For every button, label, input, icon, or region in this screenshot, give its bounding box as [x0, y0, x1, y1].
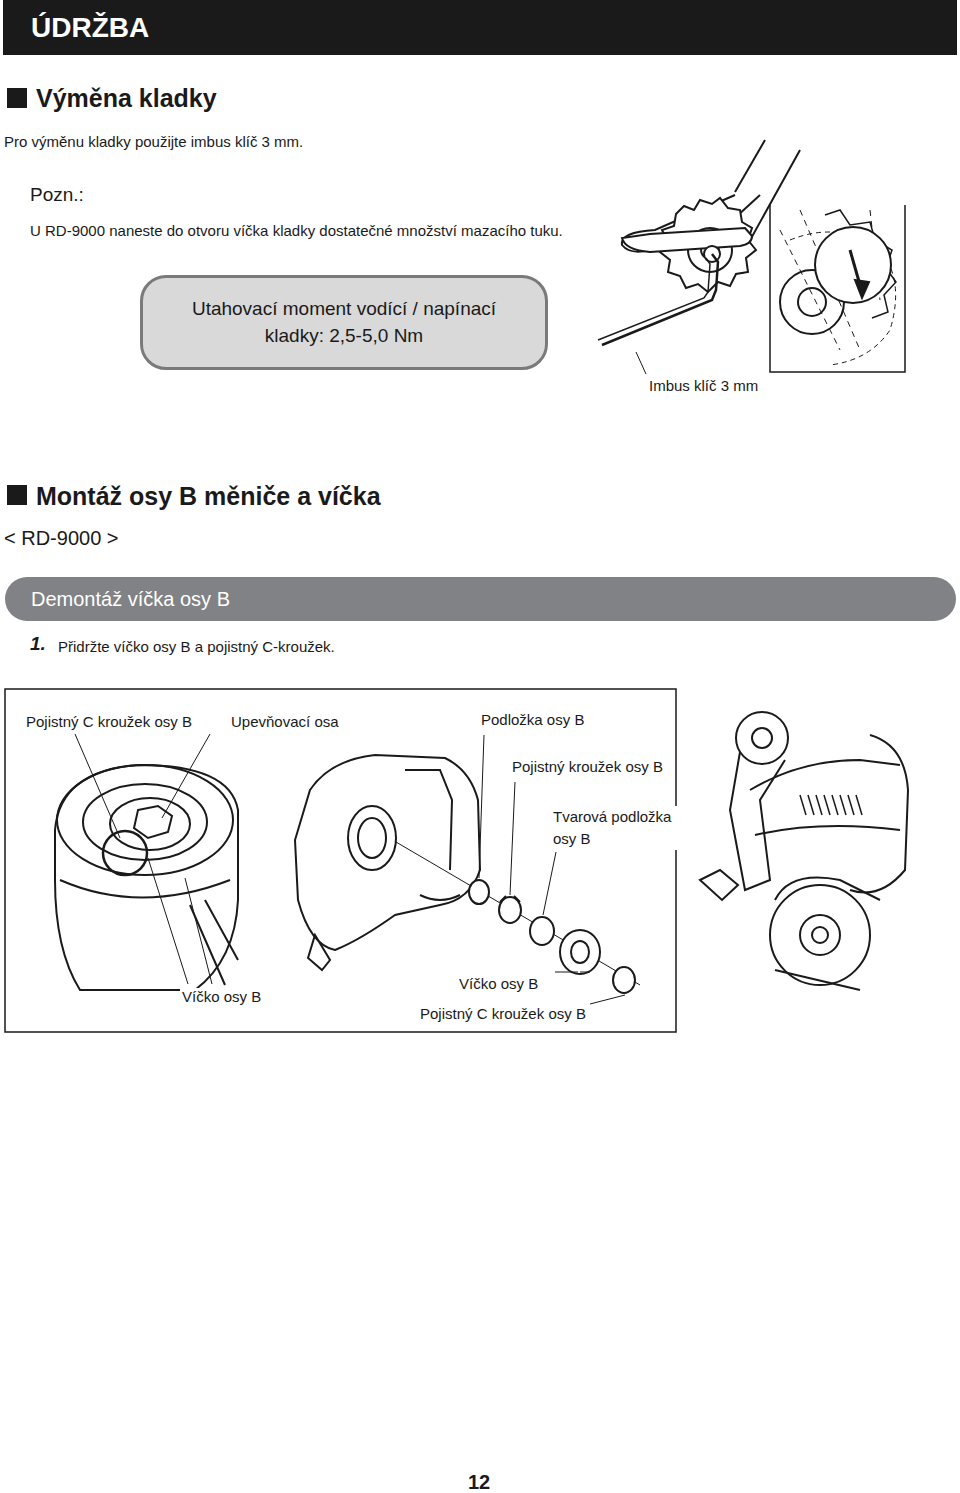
step-text: Přidržte víčko osy B a pojistný C-krouže… [58, 638, 335, 656]
note-heading: Pozn.: [30, 184, 84, 207]
spring-coil [800, 795, 862, 815]
torque-box-text: Utahovací moment vodící / napínací kladk… [185, 296, 503, 349]
header-bar [3, 0, 957, 55]
rear-derailleur [700, 712, 908, 990]
part-label: Imbus klíč 3 mm [647, 377, 760, 395]
part-label: Pojistný C kroužek osy B [24, 713, 194, 731]
spring-coil [856, 795, 862, 815]
section-heading: Montáž osy B měniče a víčka [36, 481, 381, 511]
part-label: Pojistný kroužek osy B [510, 758, 665, 776]
spring-coil [808, 795, 814, 815]
model-label: < RD-9000 > [4, 526, 119, 550]
part-label: Tvarová podložka osy B [551, 806, 677, 850]
page-header: ÚDRŽBA [31, 11, 149, 45]
spring-coil [816, 795, 822, 815]
spring-coil [800, 795, 806, 815]
b-axle-closeup [55, 765, 238, 990]
subsection-band: Demontáž víčka osy B [5, 577, 956, 621]
part-label: Pojistný C kroužek osy B [418, 1005, 588, 1023]
figure-frame [5, 689, 676, 1032]
spring-coil [824, 795, 830, 815]
pulley-illustration [598, 140, 905, 374]
spring-coil [848, 795, 854, 815]
part-label: Podložka osy B [479, 711, 586, 729]
subsection-band-text: Demontáž víčka osy B [31, 585, 230, 613]
part-label: Víčko osy B [457, 975, 540, 993]
heading-square [7, 485, 27, 505]
note-text: U RD-9000 naneste do otvoru víčka kladky… [30, 222, 563, 240]
derailleur-body [295, 755, 640, 985]
heading-square [7, 88, 27, 108]
part-label: Upevňovací osa [229, 713, 341, 731]
body-text: Pro výměnu kladky použijte imbus klíč 3 … [4, 133, 303, 151]
step-number: 1. [30, 633, 46, 656]
page-number: 12 [468, 1470, 490, 1493]
torque-box: Utahovací moment vodící / napínací kladk… [140, 275, 548, 370]
part-label: Víčko osy B [180, 988, 263, 1006]
spring-coil [832, 795, 838, 815]
spring-coil [840, 795, 846, 815]
section-heading: Výměna kladky [36, 83, 217, 113]
